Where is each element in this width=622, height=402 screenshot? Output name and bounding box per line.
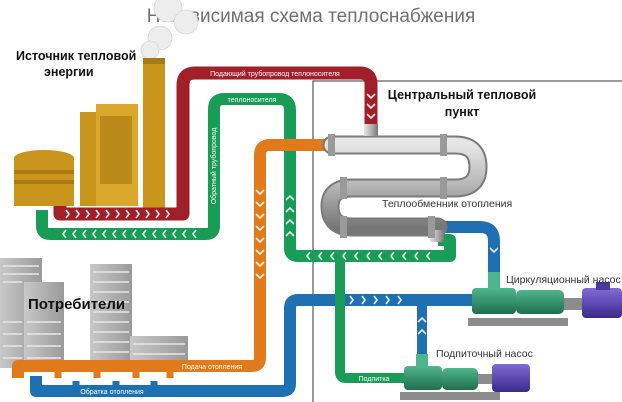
heating-supply-pipe [12, 139, 332, 378]
makeup-pipe [335, 256, 408, 383]
page-title: Независимая схема теплоснабжения [147, 6, 476, 27]
heat-exchanger-label: Теплообменник отопления [382, 198, 512, 210]
pipe-label-return-top: теплоносителя [228, 97, 277, 104]
pipe-label-return-vertical: Обратный трубопровод [210, 128, 218, 205]
circulation-pump-label: Циркуляционный насос [506, 274, 621, 286]
primary-supply-pipe [53, 66, 378, 221]
chimney [143, 58, 165, 208]
heat-exchanger [320, 124, 488, 242]
consumer-buildings [0, 258, 188, 368]
heat-source-plant [14, 0, 199, 208]
building [24, 282, 64, 368]
flow-arrows [62, 93, 499, 335]
makeup-pump [400, 354, 530, 400]
circulation-pump [468, 272, 622, 326]
pipe-label-supply: Подающий трубопровод теплоносителя [210, 70, 340, 78]
pipe-label-heating-return: Обратка отопления [80, 388, 144, 396]
heating-return-pipe [30, 294, 478, 397]
consumers-label: Потребители [28, 296, 125, 313]
pipe-label-makeup: Подпитка [359, 376, 390, 383]
source-label-line1: Источник тепловой [16, 49, 136, 63]
primary-return-pipe [36, 93, 456, 262]
ctp-frame [312, 80, 622, 402]
ctp-label-line2: пункт [445, 105, 479, 119]
source-label-line2: энергии [44, 65, 94, 79]
pipe-label-heating-supply: Подача отопления [182, 364, 242, 371]
makeup-pump-label: Подпиточный насос [436, 348, 533, 360]
ctp-label-line1: Центральный тепловой [388, 88, 536, 102]
heating-return-to-exchanger [438, 221, 500, 272]
